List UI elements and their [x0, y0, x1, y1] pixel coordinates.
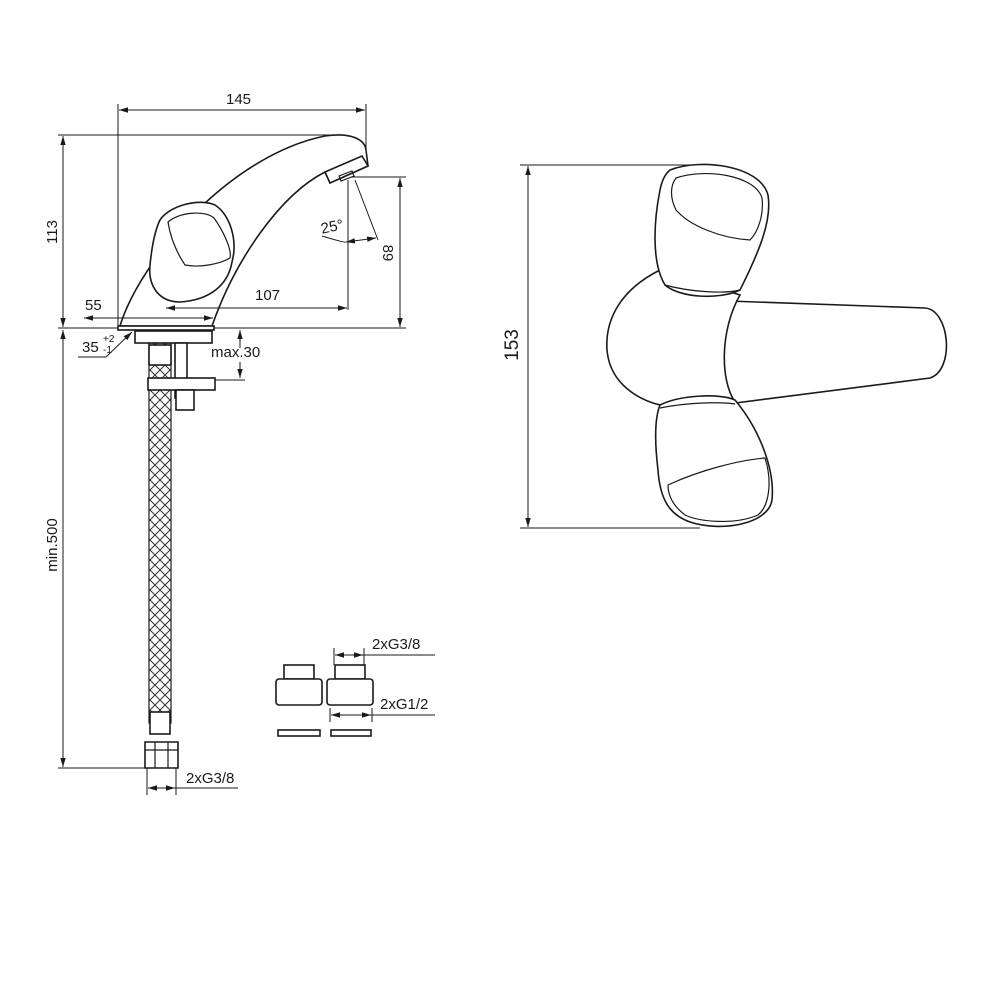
clamp-bar	[147, 377, 216, 391]
hose-nut	[144, 741, 179, 769]
top-handle-lower	[654, 395, 774, 528]
faucet-top-view: 153	[502, 163, 948, 529]
flexible-hose	[148, 342, 172, 724]
dim-adapter-outer-thread: 2xG1/2	[380, 696, 428, 713]
dim-hose-length: min.500	[44, 518, 61, 571]
dim-adapter-inner-thread: 2xG3/8	[372, 636, 420, 653]
dim-width: 145	[226, 91, 251, 108]
dim-hole: 35	[82, 339, 99, 356]
dim-base: 55	[85, 297, 102, 314]
dim-angle: 25°	[319, 216, 345, 237]
base-flange	[117, 325, 215, 331]
nut	[175, 389, 195, 411]
dim-outlet-height: 89	[379, 245, 396, 262]
dim-height: 113	[44, 220, 61, 244]
faucet-side-view: 145 113 89 25° 107 55 35 +2 -1 max.30 mi…	[44, 91, 406, 795]
dim-hole-tol-lower: -1	[103, 345, 112, 356]
top-body	[606, 269, 742, 406]
top-spout	[699, 299, 948, 406]
dim-hose-thread: 2xG3/8	[186, 770, 234, 787]
mounting-plate	[134, 330, 213, 344]
dim-reach: 107	[255, 287, 280, 304]
aerator	[323, 154, 370, 185]
dim-top-width: 153	[502, 329, 523, 361]
dim-hole-tol-upper: +2	[103, 334, 115, 345]
handle	[149, 201, 235, 303]
dim-max-thickness: max.30	[211, 344, 260, 361]
top-handle-upper	[654, 163, 770, 298]
thread-adapters: 2xG3/8 2xG1/2	[275, 636, 435, 737]
